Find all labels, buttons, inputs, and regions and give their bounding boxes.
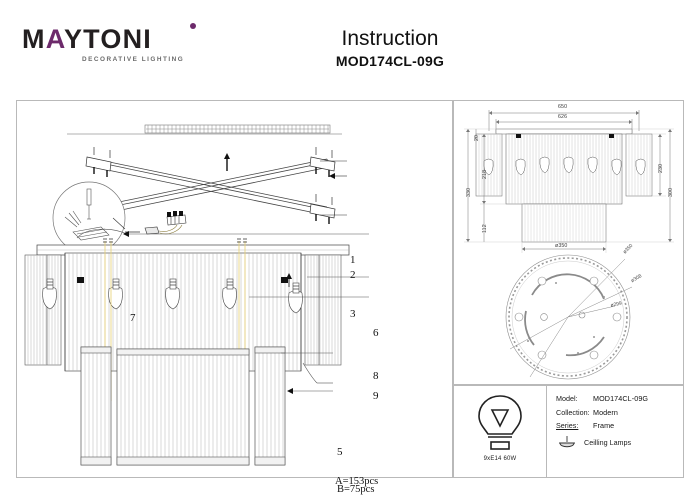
dim-inner-width: 626: [558, 114, 568, 120]
bulb-spec-cell: 9xE14 60W: [455, 388, 545, 476]
info-value-collection: Modern: [593, 407, 618, 417]
callout-2: 2: [350, 269, 356, 281]
model-code: MOD174CL-09G: [335, 53, 445, 70]
dim-body-height: 218: [482, 169, 488, 179]
bulb-icon: [478, 395, 522, 450]
callout-8: 8: [373, 370, 379, 382]
callout-6: 6: [373, 327, 379, 339]
dim-overall-width: 650: [558, 104, 568, 110]
document-title-block: Instruction MOD174CL-09G: [250, 27, 530, 70]
dim-right-height-inner: 230: [658, 163, 664, 173]
callout-3: 3: [350, 308, 356, 320]
callout-9: 9: [373, 390, 379, 402]
info-key-series: Series:: [556, 421, 579, 430]
info-row-model: Model: MOD174CL-09G: [556, 394, 684, 403]
info-row-collection: Collection: Modern: [556, 408, 684, 417]
dim-top-plate-height: 20: [474, 134, 480, 141]
info-value-series: Frame: [593, 421, 615, 430]
product-info-table: Model: MOD174CL-09G Collection: Modern S…: [556, 394, 684, 451]
dim-lower-height: 112: [482, 224, 488, 233]
info-value-model: MOD174CL-09G: [593, 394, 649, 403]
logo-letter-i: I: [143, 24, 152, 54]
info-row-series: Series: Frame: [556, 421, 684, 430]
callout-1: 1: [350, 254, 356, 266]
dim-overall-height: 330: [466, 187, 472, 197]
callout-7: 7: [130, 312, 136, 324]
logo-letter-a: A: [45, 24, 64, 54]
dim-right-height-outer: 300: [668, 187, 674, 197]
brand-logo: MAYTONI DECORATIVE LIGHTING: [22, 23, 202, 63]
info-row-series-type: Ceilling Lamps: [556, 435, 684, 451]
logo-wordmark: MAYTONI: [22, 23, 202, 54]
logo-letter-y: Y: [63, 24, 84, 54]
logo-letter-n: N: [122, 24, 144, 54]
info-key-model: Model:: [556, 394, 578, 403]
info-key-collection: Collection:: [556, 407, 590, 417]
bulb-spec-label: 9xE14 60W: [483, 456, 517, 462]
logo-letter-m: M: [22, 24, 46, 54]
page-header: MAYTONI DECORATIVE LIGHTING Instruction …: [0, 0, 700, 90]
info-value-series-type: Ceilling Lamps: [584, 438, 632, 447]
logo-letter-o: O: [100, 24, 123, 54]
info-table-divider: [546, 386, 547, 477]
technical-drawing-panel: 650 626 330 218 112 20 230 300 ø350 ø350…: [453, 100, 684, 385]
quantity-note-b: B=75pcs: [337, 484, 375, 495]
dim-bottom-diameter: ø350: [555, 243, 568, 249]
assembly-diagram-panel: 1 2 3 7 6 8 9 5 A=153pcs B=75pcs: [16, 100, 453, 495]
assembly-drawing: [24, 124, 369, 466]
product-info-panel: [453, 385, 684, 478]
callout-5: 5: [337, 446, 343, 458]
logo-tagline: DECORATIVE LIGHTING: [82, 56, 185, 63]
page-title: Instruction: [341, 27, 439, 50]
quantity-note-a: A=153pcs: [335, 476, 379, 487]
logo-dot-icon: [190, 23, 196, 29]
logo-letter-t: T: [83, 24, 101, 54]
technical-drawing: [464, 110, 674, 380]
ceiling-lamp-icon: [559, 435, 575, 447]
